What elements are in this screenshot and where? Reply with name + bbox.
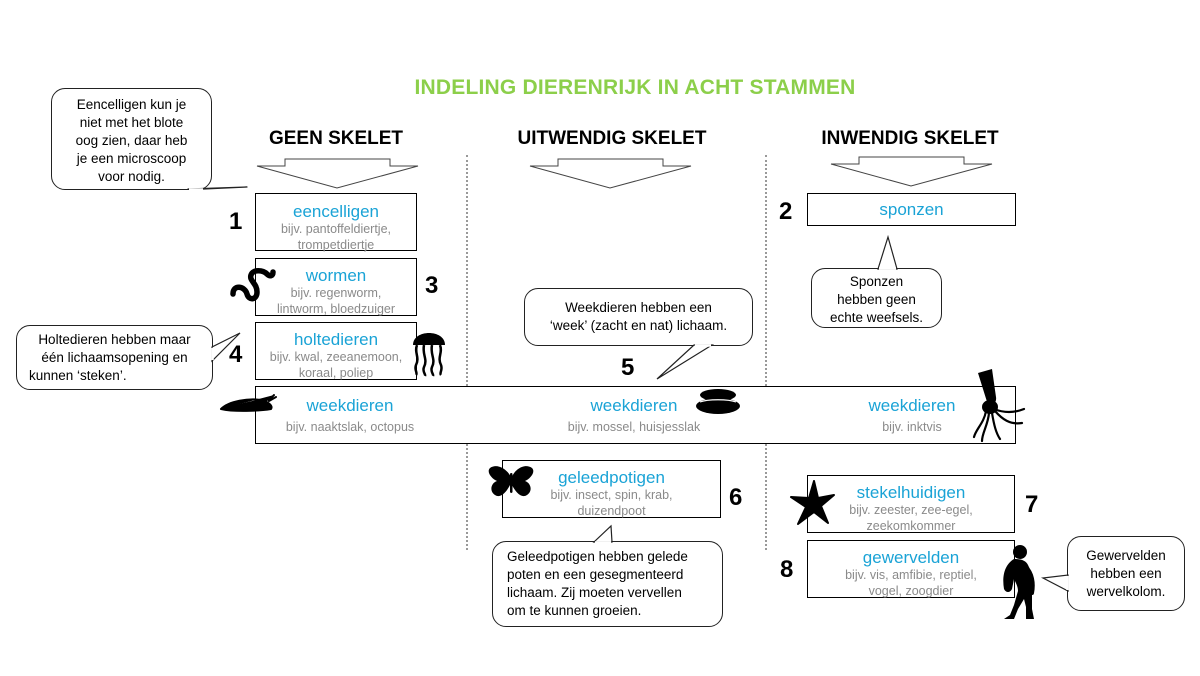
group-box-sponzen: sponzen: [807, 193, 1016, 226]
group-number-2: 2: [779, 198, 793, 225]
group-number-6: 6: [729, 484, 743, 511]
worm-icon: [230, 268, 276, 302]
group-name-sponzen: sponzen: [879, 200, 944, 219]
arrow-down-geen-skelet: [256, 158, 419, 189]
callout-line: niet met het blote: [79, 115, 184, 130]
group-name-gewervelden: gewervelden: [862, 548, 960, 567]
group-box-geleedpotigen: geleedpotigen bijv. insect, spin, krab, …: [502, 460, 721, 518]
weekdieren-left: weekdieren bijv. naaktslak, octopus: [270, 396, 430, 435]
callout-sponzen: Sponzen hebben geen echte weefsels.: [811, 268, 942, 328]
callout-line: Gewervelden: [1086, 548, 1166, 563]
callout-line: poten en een gesegmenteerd: [507, 567, 684, 582]
callout-weekdieren: Weekdieren hebben een ‘week’ (zacht en n…: [524, 288, 753, 346]
group-example: duizendpoot: [577, 504, 646, 518]
group-number-7: 7: [1025, 491, 1039, 518]
group-example: bijv. insect, spin, krab,: [550, 488, 673, 502]
group-name-weekdieren: weekdieren: [590, 396, 678, 415]
diagram-title: INDELING DIERENRIJK IN ACHT STAMMEN: [414, 76, 856, 99]
callout-line: om te kunnen groeien.: [507, 603, 642, 618]
callout-line: kunnen ‘steken’.: [29, 368, 127, 383]
mussel-icon: [696, 389, 740, 414]
group-name-weekdieren: weekdieren: [306, 396, 394, 415]
group-example: bijv. naaktslak, octopus: [285, 420, 415, 434]
column-header-geen-skelet: GEEN SKELET: [268, 128, 404, 149]
callout-line: wervelkolom.: [1086, 584, 1166, 599]
column-header-inwendig-skelet: INWENDIG SKELET: [821, 128, 999, 149]
weekdieren-right: weekdieren bijv. inktvis: [832, 396, 992, 435]
callout-line: je een microscoop: [76, 151, 187, 166]
callout-line: echte weefsels.: [829, 310, 924, 325]
column-header-uitwendig-skelet: UITWENDIG SKELET: [517, 128, 707, 149]
group-number-5: 5: [621, 354, 635, 381]
group-name-geleedpotigen: geleedpotigen: [558, 468, 665, 487]
group-box-eencelligen: eencelligen bijv. pantoffeldiertje, trom…: [255, 193, 417, 252]
callout-line: Holtedieren hebben maar: [38, 332, 191, 347]
callout-eencelligen: Eencelligen kun je niet met het blote oo…: [51, 88, 212, 190]
callout-line: lichaam. Zij moeten vervellen: [507, 585, 682, 600]
group-box-stekelhuidigen: stekelhuidigen bijv. zeester, zee-egel, …: [807, 475, 1015, 533]
slug-icon: [220, 394, 277, 412]
group-number-3: 3: [425, 272, 439, 299]
jellyfish-icon: [413, 333, 445, 377]
group-example: bijv. regenworm,: [290, 286, 382, 300]
callout-line: ‘week’ (zacht en nat) lichaam.: [549, 318, 728, 333]
callout-line: Eencelligen kun je: [76, 97, 187, 112]
callout-holtedieren: Holtedieren hebben maar één lichaamsopen…: [16, 325, 213, 390]
group-example: bijv. pantoffeldiertje,: [280, 222, 392, 236]
arrow-down-uitwendig-skelet: [529, 158, 692, 189]
group-name-stekelhuidigen: stekelhuidigen: [856, 483, 966, 502]
group-box-gewervelden: gewervelden bijv. vis, amfibie, reptiel,…: [807, 540, 1015, 598]
group-name-eencelligen: eencelligen: [292, 202, 379, 221]
group-box-weekdieren: [255, 386, 1016, 444]
callout-gewervelden: Gewervelden hebben een wervelkolom.: [1067, 536, 1185, 611]
group-example: lintworm, bloedzuiger: [276, 302, 396, 316]
starfish-icon: [790, 480, 835, 525]
callout-line: voor nodig.: [98, 169, 165, 184]
group-example: koraal, poliep: [298, 366, 374, 380]
group-name-wormen: wormen: [305, 266, 367, 285]
group-number-8: 8: [780, 556, 794, 583]
callout-line: Geleedpotigen hebben gelede: [507, 549, 688, 564]
group-number-1: 1: [229, 208, 243, 235]
group-box-holtedieren: holtedieren bijv. kwal, zeeanemoon, kora…: [255, 322, 417, 380]
group-example: bijv. vis, amfibie, reptiel,: [845, 568, 977, 582]
butterfly-icon: [488, 466, 534, 497]
column-divider-right: [765, 155, 767, 550]
callout-line: één lichaamsopening en: [41, 350, 188, 365]
group-example: zeekomkommer: [866, 519, 956, 533]
group-example: bijv. zeester, zee-egel,: [849, 503, 973, 517]
weekdieren-middle: weekdieren bijv. mossel, huisjesslak: [554, 396, 714, 435]
callout-line: oog zien, daar heb: [75, 133, 188, 148]
callout-line: hebben geen: [837, 292, 916, 307]
callout-line: Weekdieren hebben een: [565, 300, 712, 315]
group-example: bijv. kwal, zeeanemoon,: [269, 350, 403, 364]
group-name-holtedieren: holtedieren: [293, 330, 379, 349]
column-divider-left: [466, 155, 468, 550]
group-example: trompetdiertje: [297, 238, 375, 252]
callout-line: hebben een: [1090, 566, 1162, 581]
group-name-weekdieren: weekdieren: [868, 396, 956, 415]
group-example: bijv. inktvis: [882, 420, 942, 434]
squid-icon: [972, 369, 1026, 443]
ape-icon: [1003, 545, 1035, 619]
group-box-wormen: wormen bijv. regenworm, lintworm, bloedz…: [255, 258, 417, 316]
group-example: vogel, zoogdier: [868, 584, 954, 598]
arrow-down-inwendig-skelet: [830, 156, 993, 187]
group-number-4: 4: [229, 341, 243, 368]
callout-line: Sponzen: [849, 274, 904, 289]
callout-geleedpotigen: Geleedpotigen hebben gelede poten en een…: [492, 541, 723, 627]
group-example: bijv. mossel, huisjesslak: [567, 420, 701, 434]
